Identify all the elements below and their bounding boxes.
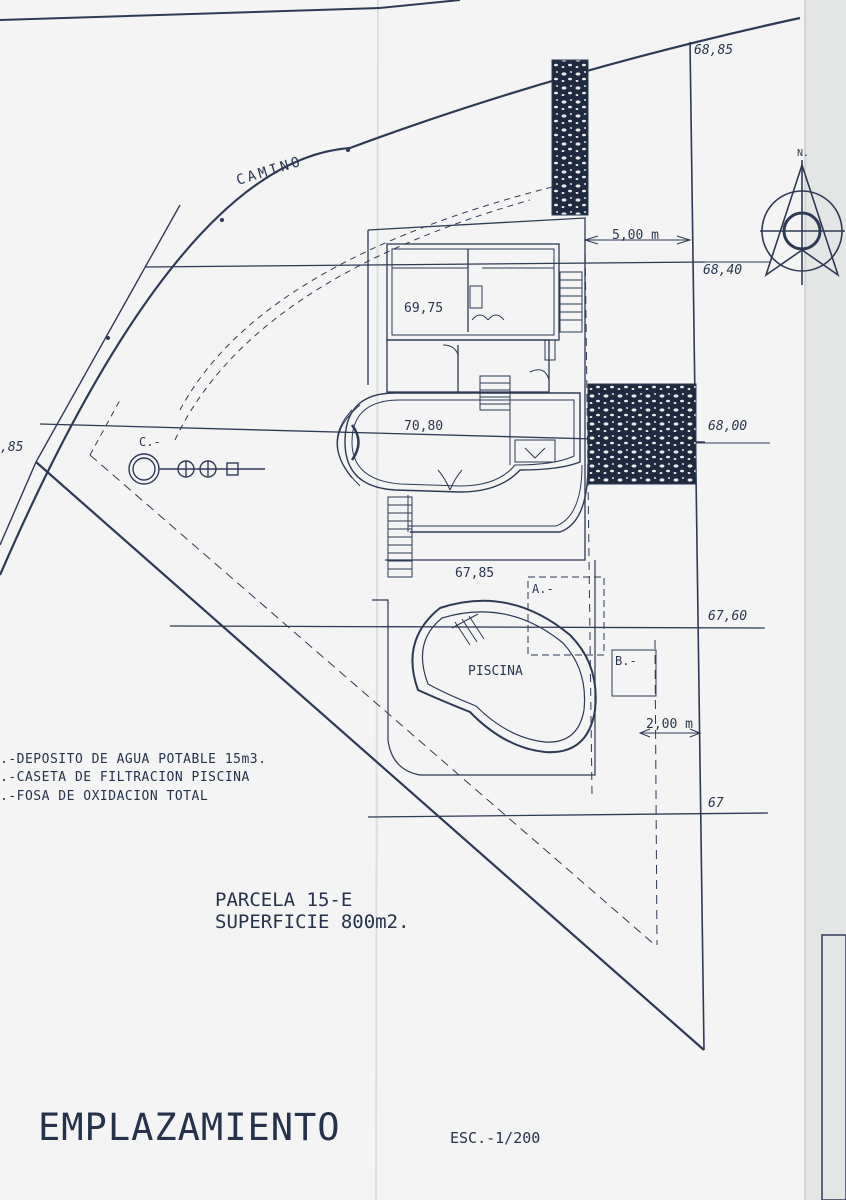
title-block-edge xyxy=(821,934,846,1200)
septic-system xyxy=(128,453,265,485)
stone-path-north xyxy=(551,59,589,216)
level-terrace: 67,85 xyxy=(455,566,494,581)
parcel-name: PARCELA 15-E xyxy=(215,889,352,911)
paper-edge xyxy=(805,0,846,1200)
house-plan xyxy=(336,243,589,578)
marker-a-label: A.- xyxy=(532,582,554,596)
dimension-5m: 5,00 m xyxy=(612,228,659,243)
stone-path-east xyxy=(587,383,697,485)
marker-a-box xyxy=(527,576,605,656)
marker-b-label: B.- xyxy=(615,654,637,668)
drawing-title: EMPLAZAMIENTO xyxy=(38,1106,341,1149)
level-6885: 68,85 xyxy=(694,43,733,58)
pool-label: PISCINA xyxy=(468,664,523,679)
marker-b-box xyxy=(611,649,657,697)
house-platform xyxy=(367,217,586,561)
parcel-boundary-east xyxy=(689,41,705,1051)
parcel-area: SUPERFICIE 800m2. xyxy=(215,911,409,933)
level-middle-floor: 70,80 xyxy=(404,419,443,434)
north-label: N. xyxy=(797,148,809,159)
dimension-2m: 2,00 m xyxy=(646,717,693,732)
level-67: 67 xyxy=(708,796,724,811)
level-685-left: ,85 xyxy=(0,440,24,455)
level-6760: 67,60 xyxy=(708,609,747,624)
parcel-boundary-south xyxy=(35,461,705,1051)
pool-deck xyxy=(372,560,596,776)
marker-c-label: C.- xyxy=(139,435,161,449)
staircase-lower xyxy=(387,496,413,578)
pool-steps xyxy=(451,613,485,646)
legend-item-water-tank: .-DEPOSITO DE AGUA POTABLE 15m3. xyxy=(0,752,266,767)
road-edge xyxy=(0,16,801,576)
level-line-67 xyxy=(367,812,769,818)
bay-window xyxy=(337,404,361,487)
staircase-upper xyxy=(559,271,583,333)
drawing-scale: ESC.-1/200 xyxy=(450,1129,540,1147)
north-arrow-icon xyxy=(760,160,845,285)
level-6800: 68,00 xyxy=(708,419,747,434)
legend-item-septic: .-FOSA DE OXIDACION TOTAL xyxy=(0,789,208,804)
legend-item-filtration: .-CASETA DE FILTRACION PISCINA xyxy=(0,770,250,785)
level-6840: 68,40 xyxy=(703,263,742,278)
pool-outline xyxy=(411,599,597,754)
level-line-6840 xyxy=(144,261,706,268)
level-upper-floor: 69,75 xyxy=(404,301,443,316)
